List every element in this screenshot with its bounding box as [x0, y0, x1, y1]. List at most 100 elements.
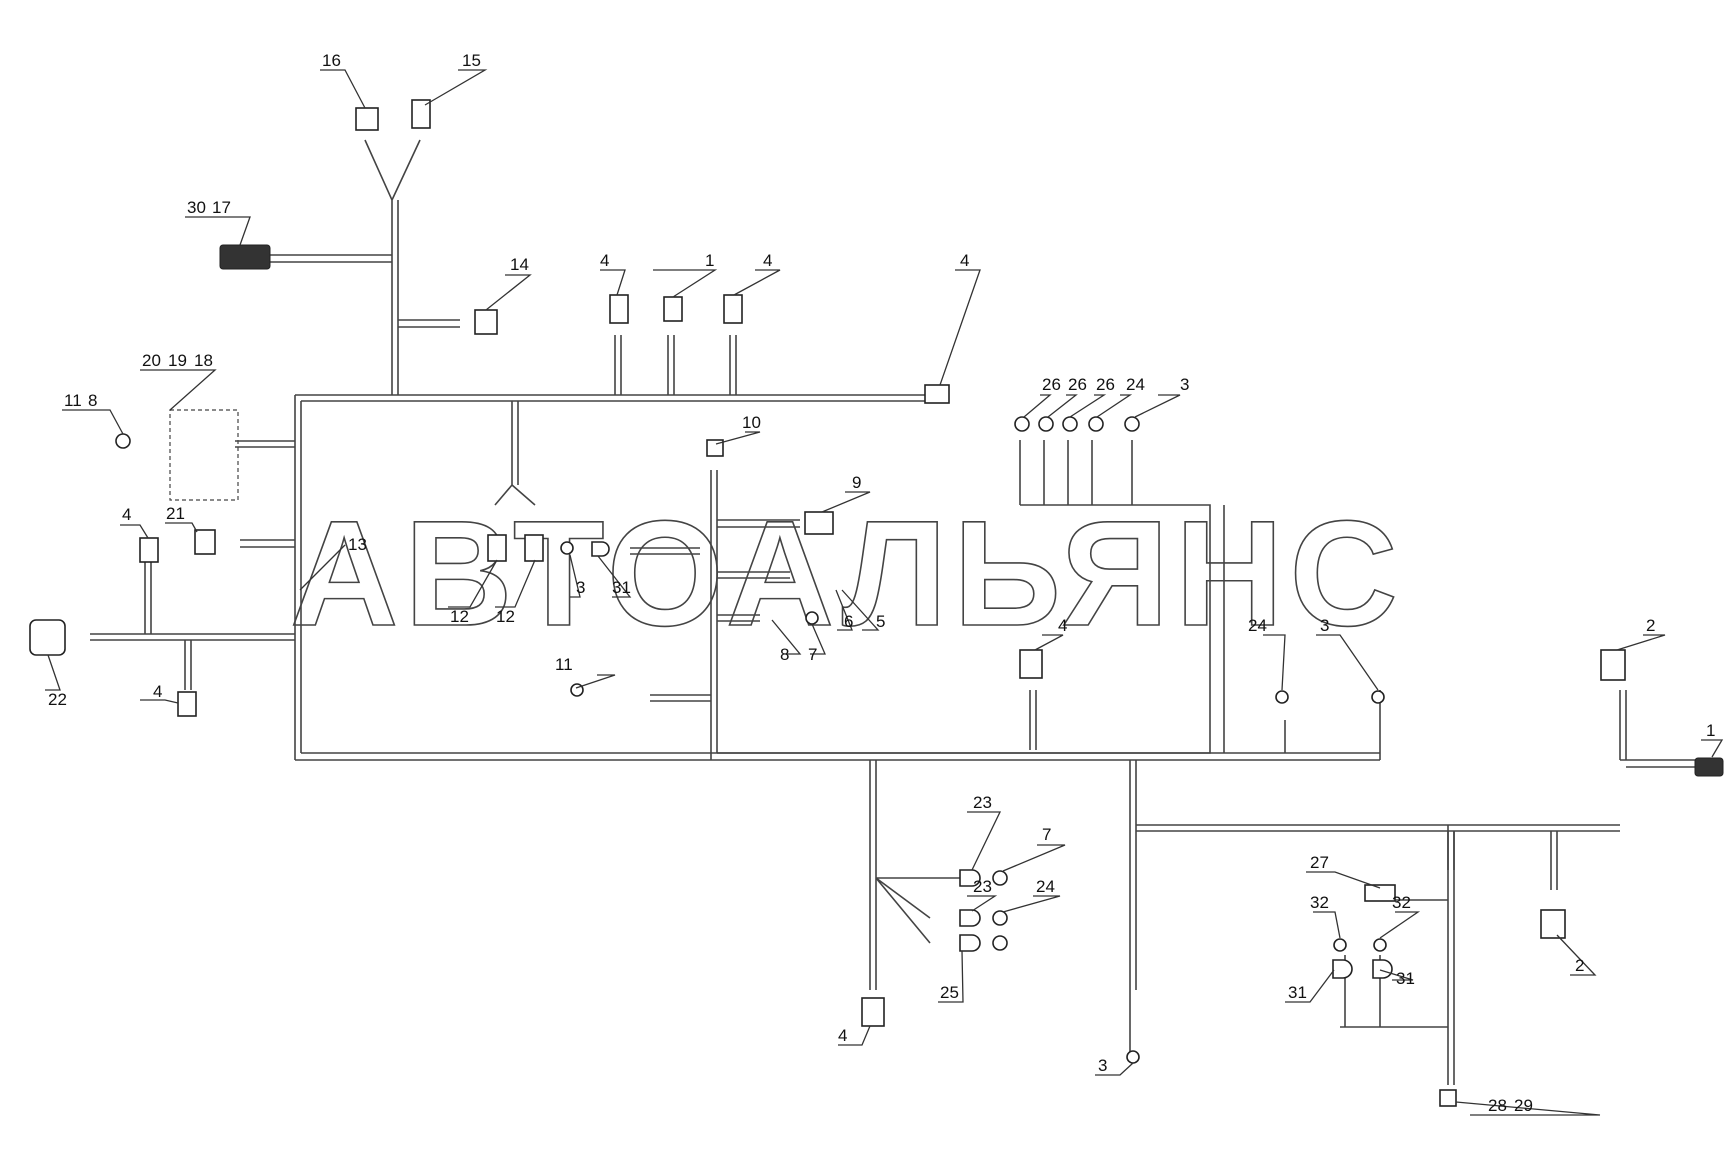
connector-4b-body — [177, 691, 197, 717]
callout-4e: 4 — [960, 251, 969, 270]
callout-7b: 7 — [1042, 825, 1051, 844]
callout-8a: 8 — [88, 391, 97, 410]
watermark-text: АВТОАЛЬЯНС — [290, 489, 1404, 657]
callout-29: 29 — [1514, 1096, 1533, 1115]
callout-24a: 24 — [1126, 375, 1145, 394]
callout-14: 14 — [510, 255, 529, 274]
terminal-25 — [959, 934, 981, 952]
callout-28: 28 — [1488, 1096, 1507, 1115]
connector-9-body — [804, 511, 834, 535]
callout-24c: 24 — [1036, 877, 1055, 896]
ring-32b — [1373, 938, 1387, 952]
connector-21-body — [194, 529, 216, 555]
callout-26c: 26 — [1096, 375, 1115, 394]
connector-10-body — [706, 439, 724, 457]
callout-4f: 4 — [1058, 616, 1067, 635]
callout-15: 15 — [462, 51, 481, 70]
connector-4f-body — [1019, 649, 1043, 679]
connector-16-body — [355, 107, 379, 131]
splice-box — [169, 409, 239, 501]
callout-3d: 3 — [1098, 1056, 1107, 1075]
callout-7a: 7 — [808, 645, 817, 664]
callout-26a: 26 — [1042, 375, 1061, 394]
callout-22: 22 — [48, 690, 67, 709]
callout-27: 27 — [1310, 853, 1329, 872]
callout-leaders — [45, 69, 1724, 1116]
callout-20: 20 — [142, 351, 161, 370]
callout-1b: 1 — [1706, 721, 1715, 740]
callout-21: 21 — [166, 504, 185, 523]
connector-4d-body — [723, 294, 743, 324]
connector-15-body — [411, 99, 431, 129]
callout-32a: 32 — [1310, 893, 1329, 912]
ring-11a — [115, 433, 131, 449]
connector-27-body — [1364, 884, 1396, 902]
callout-30: 30 — [187, 198, 206, 217]
callout-26b: 26 — [1068, 375, 1087, 394]
callout-4d: 4 — [763, 251, 772, 270]
callout-12a: 12 — [450, 607, 469, 626]
callout-10: 10 — [742, 413, 761, 432]
callout-6: 6 — [844, 612, 853, 631]
ring-26a — [1014, 416, 1030, 432]
callout-16: 16 — [322, 51, 341, 70]
callout-23b: 23 — [973, 877, 992, 896]
ring-24a — [992, 910, 1008, 926]
ring-3d — [1124, 416, 1140, 432]
callout-25: 25 — [940, 983, 959, 1002]
ring-26c — [1062, 416, 1078, 432]
ring-32a — [1333, 938, 1347, 952]
callout-1a: 1 — [705, 251, 714, 270]
callout-3a: 3 — [576, 578, 585, 597]
callout-31a: 31 — [612, 578, 631, 597]
callout-2a: 2 — [1646, 616, 1655, 635]
callout-13: 13 — [348, 535, 367, 554]
connector-30-17-body — [219, 244, 271, 270]
connector-2a-body — [1600, 649, 1626, 681]
ring-7a — [805, 611, 819, 625]
harness-wires — [90, 139, 1700, 1085]
connector-12b-body — [524, 534, 544, 562]
connector-28-body — [1439, 1089, 1457, 1107]
connector-4c-body — [609, 294, 629, 324]
callout-19: 19 — [168, 351, 187, 370]
ring-7b — [992, 870, 1008, 886]
callout-3c: 3 — [1320, 616, 1329, 635]
connector-1b-body — [1694, 757, 1724, 777]
ring-26b — [1038, 416, 1054, 432]
connector-4e-body — [924, 384, 950, 404]
callout-8b: 8 — [780, 645, 789, 664]
callout-labels: 16 15 30 17 14 20 19 18 11 8 4 21 13 22 … — [48, 51, 1715, 1115]
connector-1a-body — [663, 296, 683, 322]
callout-11b: 11 — [555, 655, 573, 674]
connector-4a-body — [139, 537, 159, 563]
callout-5: 5 — [876, 612, 885, 631]
callout-2b: 2 — [1575, 956, 1584, 975]
ring-24c — [1088, 416, 1104, 432]
callout-32b: 32 — [1392, 893, 1411, 912]
callout-4g: 4 — [838, 1026, 847, 1045]
ring-3c — [1126, 1050, 1140, 1064]
ring-25 — [992, 935, 1008, 951]
callout-4a: 4 — [122, 505, 131, 524]
connector-22-body — [29, 619, 66, 656]
connector-12a-body — [487, 534, 507, 562]
callout-3b: 3 — [1180, 375, 1189, 394]
callout-18: 18 — [194, 351, 213, 370]
callout-17: 17 — [212, 198, 231, 217]
ring-3a — [560, 541, 574, 555]
connector-14-body — [474, 309, 498, 335]
callout-4b: 4 — [153, 682, 162, 701]
connectors — [29, 99, 1724, 1107]
callout-31c: 31 — [1396, 969, 1415, 988]
callout-12b: 12 — [496, 607, 515, 626]
terminal-23a — [959, 869, 981, 887]
ring-3b — [1371, 690, 1385, 704]
callout-31b: 31 — [1288, 983, 1307, 1002]
terminal-31a — [591, 541, 610, 557]
callout-11a: 11 — [64, 391, 82, 410]
terminal-31b — [1332, 959, 1353, 979]
callout-24b: 24 — [1248, 616, 1267, 635]
connector-2b-body — [1540, 909, 1566, 939]
